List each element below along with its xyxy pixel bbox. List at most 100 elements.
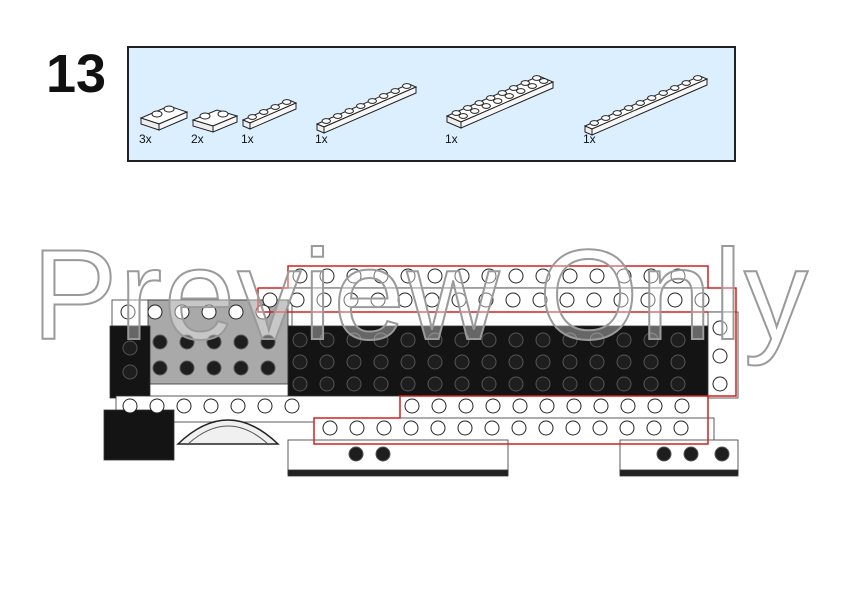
stud bbox=[508, 354, 524, 370]
stud bbox=[565, 420, 581, 436]
stud bbox=[485, 398, 501, 414]
stud bbox=[400, 376, 416, 392]
stud bbox=[451, 110, 461, 116]
stud bbox=[635, 100, 645, 106]
plate-1x8-icon bbox=[315, 83, 418, 134]
plate-1x2-icon bbox=[139, 105, 189, 131]
stud bbox=[613, 292, 629, 308]
stud bbox=[508, 376, 524, 392]
stud bbox=[497, 90, 507, 96]
stud bbox=[589, 268, 605, 284]
stud bbox=[284, 398, 300, 414]
stud bbox=[233, 334, 249, 350]
stud bbox=[431, 398, 447, 414]
stud bbox=[259, 109, 269, 115]
stud bbox=[451, 292, 467, 308]
stud bbox=[562, 268, 578, 284]
stud bbox=[402, 83, 412, 89]
stud bbox=[292, 332, 308, 348]
stud bbox=[147, 304, 163, 320]
part-plate-1x8: 1x bbox=[315, 48, 440, 160]
stud bbox=[592, 420, 608, 436]
stud bbox=[647, 95, 657, 101]
stud bbox=[670, 376, 686, 392]
part-quantity: 2x bbox=[191, 132, 204, 146]
stud bbox=[474, 100, 484, 106]
stud bbox=[149, 398, 165, 414]
stud bbox=[424, 292, 440, 308]
stud bbox=[257, 398, 273, 414]
step-number: 13 bbox=[46, 44, 107, 104]
stud bbox=[373, 376, 389, 392]
part-plate-1x4: 1x bbox=[241, 48, 311, 160]
stud bbox=[593, 398, 609, 414]
stud bbox=[509, 85, 519, 91]
stud bbox=[373, 268, 389, 284]
stud bbox=[670, 354, 686, 370]
front-bumper bbox=[103, 409, 175, 461]
stud bbox=[481, 376, 497, 392]
stud bbox=[481, 268, 497, 284]
stud bbox=[559, 292, 575, 308]
stud bbox=[562, 354, 578, 370]
wheel-arch bbox=[176, 419, 280, 445]
stud bbox=[404, 398, 420, 414]
stud bbox=[667, 292, 683, 308]
stud bbox=[493, 98, 503, 104]
stud bbox=[508, 332, 524, 348]
front-left-black bbox=[109, 325, 151, 399]
stud bbox=[247, 114, 257, 120]
stud bbox=[463, 105, 473, 111]
stud bbox=[152, 360, 168, 376]
plate-jumper-icon bbox=[191, 109, 239, 133]
stud bbox=[179, 360, 195, 376]
stud bbox=[206, 360, 222, 376]
stud bbox=[319, 332, 335, 348]
stud bbox=[484, 420, 500, 436]
stud bbox=[316, 292, 332, 308]
stud bbox=[643, 376, 659, 392]
stud bbox=[174, 304, 190, 320]
upper-row bbox=[257, 287, 737, 313]
stud bbox=[206, 334, 222, 350]
stud bbox=[322, 420, 338, 436]
stud bbox=[349, 420, 365, 436]
stud bbox=[373, 332, 389, 348]
model-assembly bbox=[0, 200, 842, 500]
stud bbox=[481, 354, 497, 370]
stud bbox=[390, 88, 400, 94]
stud bbox=[486, 95, 496, 101]
part-plate-2x8: 1x bbox=[445, 48, 580, 160]
stud bbox=[643, 354, 659, 370]
stud bbox=[658, 90, 668, 96]
stud bbox=[511, 420, 527, 436]
stud bbox=[373, 354, 389, 370]
stud bbox=[201, 304, 217, 320]
stud bbox=[176, 398, 192, 414]
stud bbox=[481, 103, 491, 109]
stud bbox=[508, 268, 524, 284]
stud bbox=[616, 354, 632, 370]
stud bbox=[670, 332, 686, 348]
stud bbox=[535, 332, 551, 348]
stud bbox=[427, 354, 443, 370]
stud bbox=[539, 398, 555, 414]
stud bbox=[712, 320, 728, 336]
stud bbox=[454, 376, 470, 392]
stud bbox=[714, 446, 730, 462]
part-plate-1x10: 1x bbox=[583, 48, 733, 160]
stud bbox=[535, 376, 551, 392]
stud bbox=[427, 376, 443, 392]
stud bbox=[122, 398, 138, 414]
new-parts-outline bbox=[258, 265, 737, 445]
stud bbox=[430, 420, 446, 436]
stud bbox=[346, 332, 362, 348]
stud bbox=[356, 103, 366, 109]
stud bbox=[481, 332, 497, 348]
stud bbox=[122, 340, 138, 356]
stud bbox=[589, 332, 605, 348]
stud bbox=[505, 292, 521, 308]
assembled-model-illustration bbox=[103, 265, 739, 477]
stud bbox=[400, 332, 416, 348]
stud bbox=[260, 360, 276, 376]
